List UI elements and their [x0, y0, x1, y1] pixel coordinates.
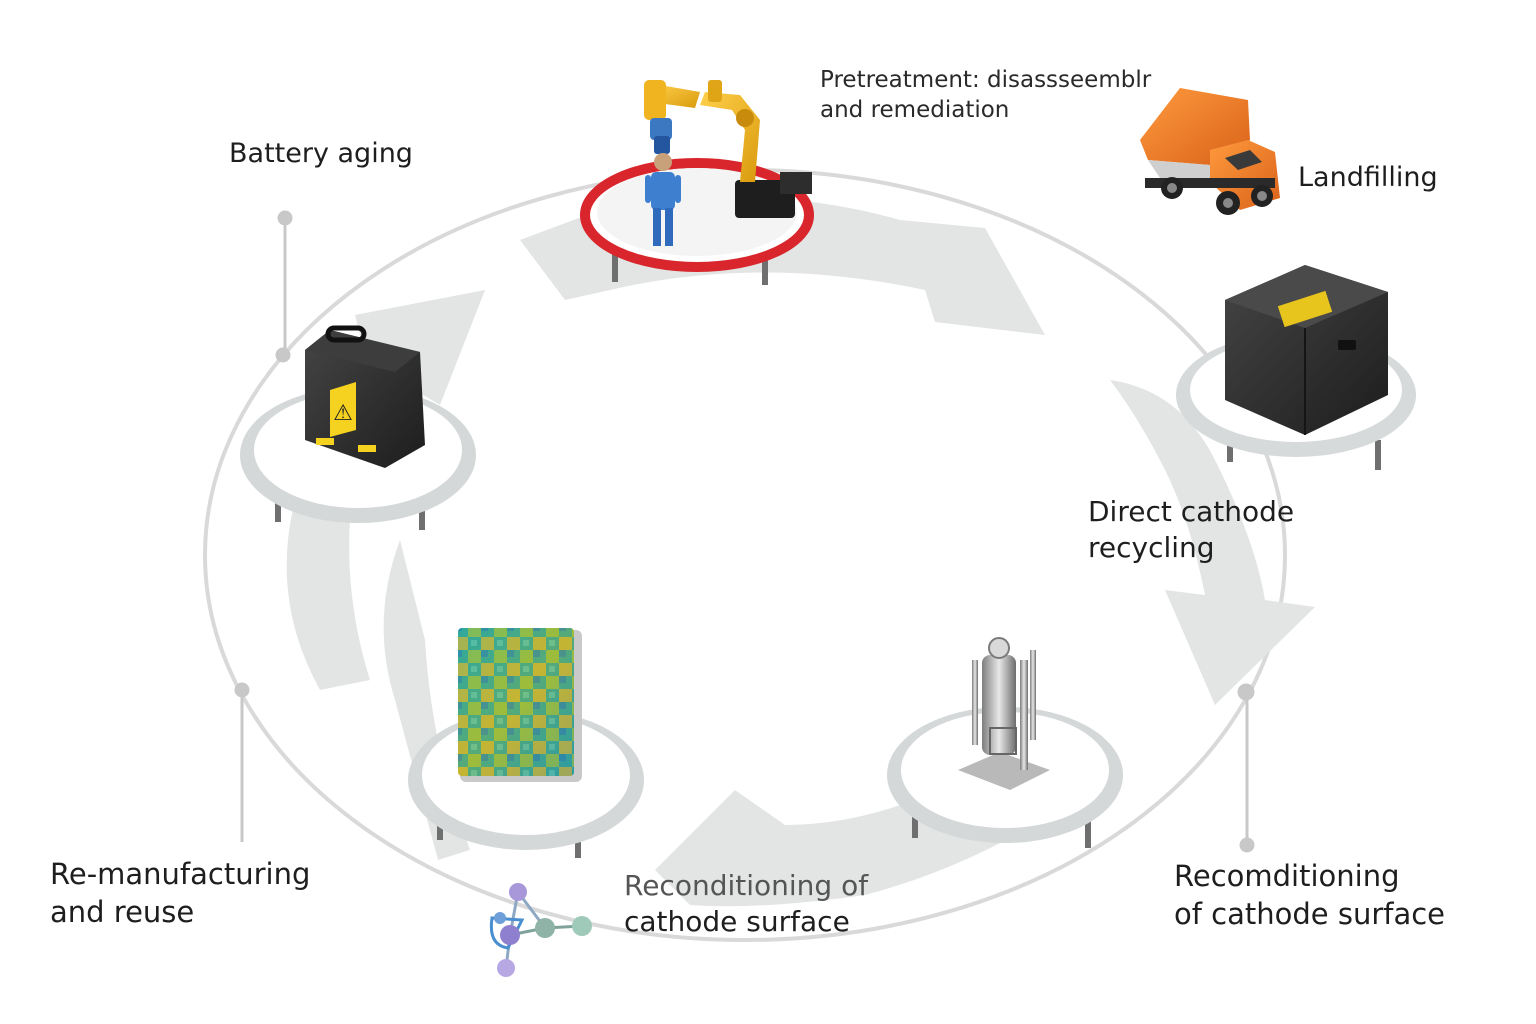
- label-recond-center-line1: Reconditioning of: [624, 869, 869, 902]
- label-reman-line2: and reuse: [50, 894, 195, 929]
- battery-box-platform: [1176, 265, 1416, 470]
- reactor-icon: [958, 637, 1050, 790]
- label-direct-line2: recycling: [1088, 531, 1215, 565]
- reactor-platform: [887, 637, 1123, 848]
- label-recond-right-line2: of cathode surface: [1174, 896, 1446, 931]
- label-recomditioning-right: Recomditioning of cathode surface: [1174, 858, 1445, 933]
- label-recond-center-line2: cathode surface: [624, 905, 850, 939]
- battery-pack-platform: ⚠: [240, 325, 476, 530]
- label-landfilling-text: Landfilling: [1298, 162, 1438, 193]
- label-pretreatment: Pretreatment: disassseemblr and remediat…: [820, 66, 1151, 126]
- label-pretreatment-line1: Pretreatment: disassseemblr: [820, 67, 1152, 93]
- worker-icon: [645, 153, 681, 246]
- svg-text:⚠: ⚠: [333, 401, 353, 426]
- dump-truck-icon: [1140, 88, 1280, 215]
- label-direct-cathode-recycling: Direct cathode recycling: [1088, 494, 1294, 567]
- leader-lines: [234, 210, 1255, 853]
- battery-pack-icon: ⚠: [305, 325, 425, 468]
- robot-arm-icon: [644, 80, 812, 218]
- label-direct-line1: Direct cathode: [1088, 495, 1295, 528]
- label-reman-line1: Re-manufacturing: [50, 857, 311, 891]
- label-battery-aging-text: Battery aging: [229, 138, 413, 169]
- label-recond-right-line1: Recomditioning: [1174, 859, 1400, 893]
- label-landfilling: Landfilling: [1298, 160, 1438, 195]
- flow-arrow-right: [1110, 380, 1315, 705]
- cathode-panel-icon: [458, 628, 582, 782]
- pretreatment-platform: [580, 80, 814, 285]
- label-reconditioning-center: Reconditioning of cathode surface: [624, 868, 868, 941]
- flow-arrow-left: [286, 290, 485, 690]
- flow-arrow-lower-left: [383, 540, 470, 860]
- molecule-icon: [489, 883, 592, 977]
- label-battery-aging: Battery aging: [229, 136, 413, 171]
- label-remanufacturing: Re-manufacturing and reuse: [50, 856, 310, 931]
- label-pretreatment-line2: and remediation: [820, 96, 1010, 123]
- battery-box-icon: [1225, 265, 1388, 435]
- cathode-panel-platform: [408, 628, 644, 858]
